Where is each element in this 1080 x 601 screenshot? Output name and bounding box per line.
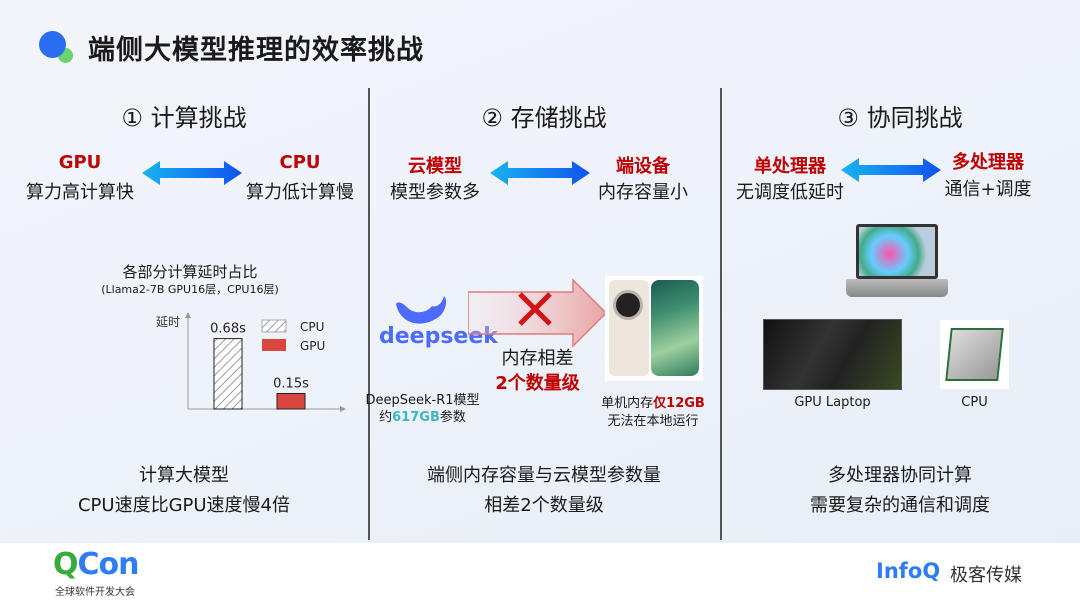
gpu-label: GPU — [58, 152, 102, 173]
infoq-subtitle: 极客传媒 — [950, 565, 1022, 586]
phone-memory-value: 仅12GB — [653, 396, 705, 411]
legend-swatch-gpu — [262, 339, 286, 351]
double-arrow-icon — [841, 158, 941, 182]
cpu-label-3: CPU — [961, 395, 988, 410]
single-processor-label: 单处理器 — [754, 156, 826, 177]
collab-challenge-heading: ③ 协同挑战 — [837, 104, 963, 132]
chart-subtitle: (Llama2-7B GPU16层，CPU16层) — [101, 283, 279, 296]
double-arrow-icon — [490, 161, 590, 185]
laptop-base — [846, 279, 948, 297]
legend-label-cpu: CPU — [300, 320, 324, 334]
edge-device-desc: 内存容量小 — [598, 182, 688, 203]
bar-value-label: 0.68s — [210, 322, 246, 337]
title-bullet-icon — [39, 31, 66, 58]
col2-summary-2: 相差2个数量级 — [484, 495, 604, 516]
phone-image — [605, 276, 703, 381]
compute-challenge-heading: ① 计算挑战 — [121, 104, 247, 132]
latency-chart: 延时 0.68s 0.15s CPU GPU — [156, 312, 346, 412]
edge-device-label: 端设备 — [616, 156, 670, 177]
bar-cpu — [213, 338, 243, 410]
bar-value-label: 0.15s — [273, 376, 309, 391]
gpu-laptop-label: GPU Laptop — [794, 395, 871, 410]
legend-swatch-cpu — [261, 319, 287, 333]
phone-memory: 单机内存仅12GB — [592, 392, 714, 411]
laptop-image — [856, 224, 938, 279]
legend-label-gpu: GPU — [300, 339, 325, 353]
cpu-chip-image — [940, 320, 1009, 389]
cloud-model-label: 云模型 — [408, 156, 462, 177]
memory-gap-value: 2个数量级 — [495, 373, 580, 394]
param-value: 617GB — [392, 410, 440, 425]
gpu-laptop-image — [763, 319, 902, 390]
cloud-model-desc: 模型参数多 — [390, 182, 480, 203]
footer: QCon 全球软件开发大会 InfoQ 极客传媒 — [0, 543, 1080, 601]
column-divider — [368, 88, 370, 540]
col3-summary-1: 多处理器协同计算 — [828, 465, 972, 486]
double-arrow-icon — [142, 161, 242, 185]
deepseek-param-size: 约617GB参数 — [365, 406, 480, 425]
param-suffix: 参数 — [439, 410, 466, 425]
storage-challenge-heading: ② 存储挑战 — [481, 104, 607, 132]
blocked-transfer-arrow-icon — [468, 278, 608, 348]
phone-memory-prefix: 单机内存 — [601, 396, 654, 411]
multi-processor-desc: 通信+调度 — [944, 179, 1032, 200]
col3-summary-2: 需要复杂的通信和调度 — [810, 495, 990, 516]
chart-title: 各部分计算延时占比 — [122, 263, 258, 281]
page-title: 端侧大模型推理的效率挑战 — [88, 35, 424, 66]
cpu-label: CPU — [279, 152, 321, 173]
multi-processor-label: 多处理器 — [952, 152, 1024, 173]
x-axis-arrow — [340, 406, 346, 412]
column-divider — [720, 88, 722, 540]
infoq-logo: InfoQ — [876, 559, 941, 583]
col1-summary-1: 计算大模型 — [139, 465, 229, 486]
bar-gpu — [276, 392, 306, 410]
deepseek-whale-icon — [396, 296, 447, 324]
y-axis-arrow — [185, 312, 191, 318]
param-prefix: 约 — [379, 410, 393, 425]
qcon-logo: QCon — [53, 547, 139, 582]
memory-gap-label: 内存相差 — [501, 348, 574, 369]
gpu-desc: 算力高计算快 — [26, 182, 134, 203]
deepseek-model-name: DeepSeek-R1模型 — [365, 393, 480, 408]
col1-summary-2: CPU速度比GPU速度慢4倍 — [77, 495, 291, 516]
col2-summary-1: 端侧内存容量与云模型参数量 — [427, 465, 661, 486]
y-axis-label: 延时 — [156, 315, 180, 329]
phone-cannot-run: 无法在本地运行 — [607, 414, 699, 429]
single-processor-desc: 无调度低延时 — [736, 182, 844, 203]
cpu-desc: 算力低计算慢 — [246, 182, 354, 203]
qcon-subtitle: 全球软件开发大会 — [55, 587, 135, 598]
